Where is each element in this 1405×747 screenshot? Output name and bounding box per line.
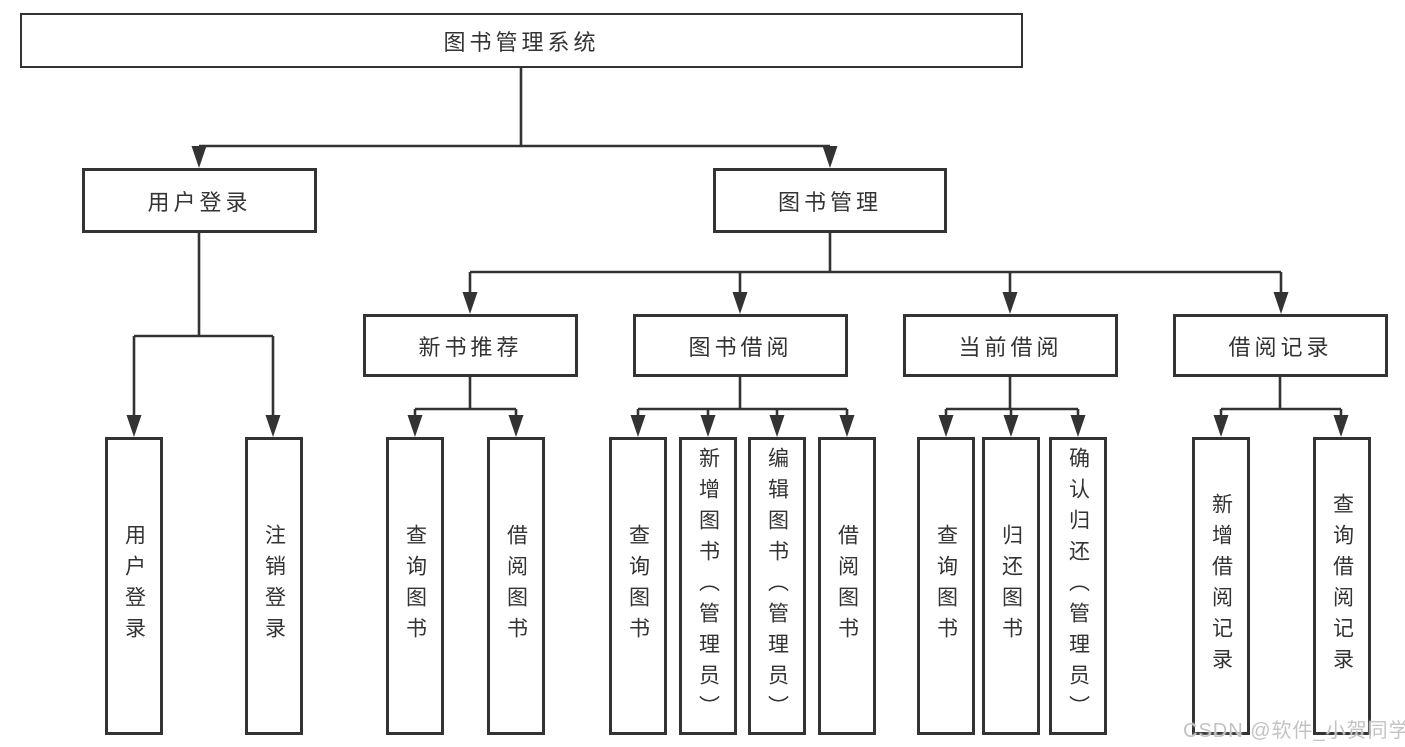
leaf-logout-label: 注销登录 — [262, 524, 286, 648]
leaf-add-books-admin-label: 新增图书（管理员） — [696, 446, 720, 726]
node-new-book-recommend: 新书推荐 — [363, 314, 578, 377]
leaf-query-books-label: 查询图书 — [403, 524, 427, 648]
leaf-return-books: 归还图书 — [982, 437, 1040, 735]
leaf-user-login-label: 用户登录 — [122, 524, 146, 648]
leaf-add-books-admin: 新增图书（管理员） — [679, 437, 737, 735]
watermark-csdn: CSDN @软件_小贺同学 — [1183, 720, 1405, 742]
leaf-borrow-books-label: 借阅图书 — [835, 524, 859, 648]
leaf-confirm-return-admin-label: 确认归还（管理员） — [1066, 446, 1090, 726]
leaf-query-borrow-record: 查询借阅记录 — [1313, 437, 1371, 735]
arrowheads — [126, 146, 1349, 437]
leaf-query-books: 查询图书 — [609, 437, 667, 735]
leaf-query-books: 查询图书 — [917, 437, 975, 735]
node-user-login: 用户登录 — [82, 168, 317, 233]
node-borrow-records: 借阅记录 — [1173, 314, 1388, 377]
leaf-query-borrow-record-label: 查询借阅记录 — [1330, 493, 1354, 679]
node-book-borrow: 图书借阅 — [633, 314, 848, 377]
leaf-borrow-books: 借阅图书 — [818, 437, 876, 735]
leaf-borrow-books-label: 借阅图书 — [504, 524, 528, 648]
leaf-query-books-label: 查询图书 — [626, 524, 650, 648]
leaf-return-books-label: 归还图书 — [999, 524, 1023, 648]
node-book-management: 图书管理 — [713, 168, 947, 233]
leaf-confirm-return-admin: 确认归还（管理员） — [1049, 437, 1107, 735]
leaf-add-borrow-record: 新增借阅记录 — [1192, 437, 1250, 735]
leaf-logout: 注销登录 — [245, 437, 303, 735]
node-current-borrow: 当前借阅 — [903, 314, 1118, 377]
leaf-query-books: 查询图书 — [386, 437, 444, 735]
leaf-query-books-label: 查询图书 — [934, 524, 958, 648]
leaf-user-login: 用户登录 — [105, 437, 163, 735]
leaf-edit-books-admin-label: 编辑图书（管理员） — [765, 446, 789, 726]
node-root: 图书管理系统 — [20, 13, 1023, 68]
leaf-borrow-books: 借阅图书 — [487, 437, 545, 735]
leaf-add-borrow-record-label: 新增借阅记录 — [1209, 493, 1233, 679]
leaf-edit-books-admin: 编辑图书（管理员） — [748, 437, 806, 735]
